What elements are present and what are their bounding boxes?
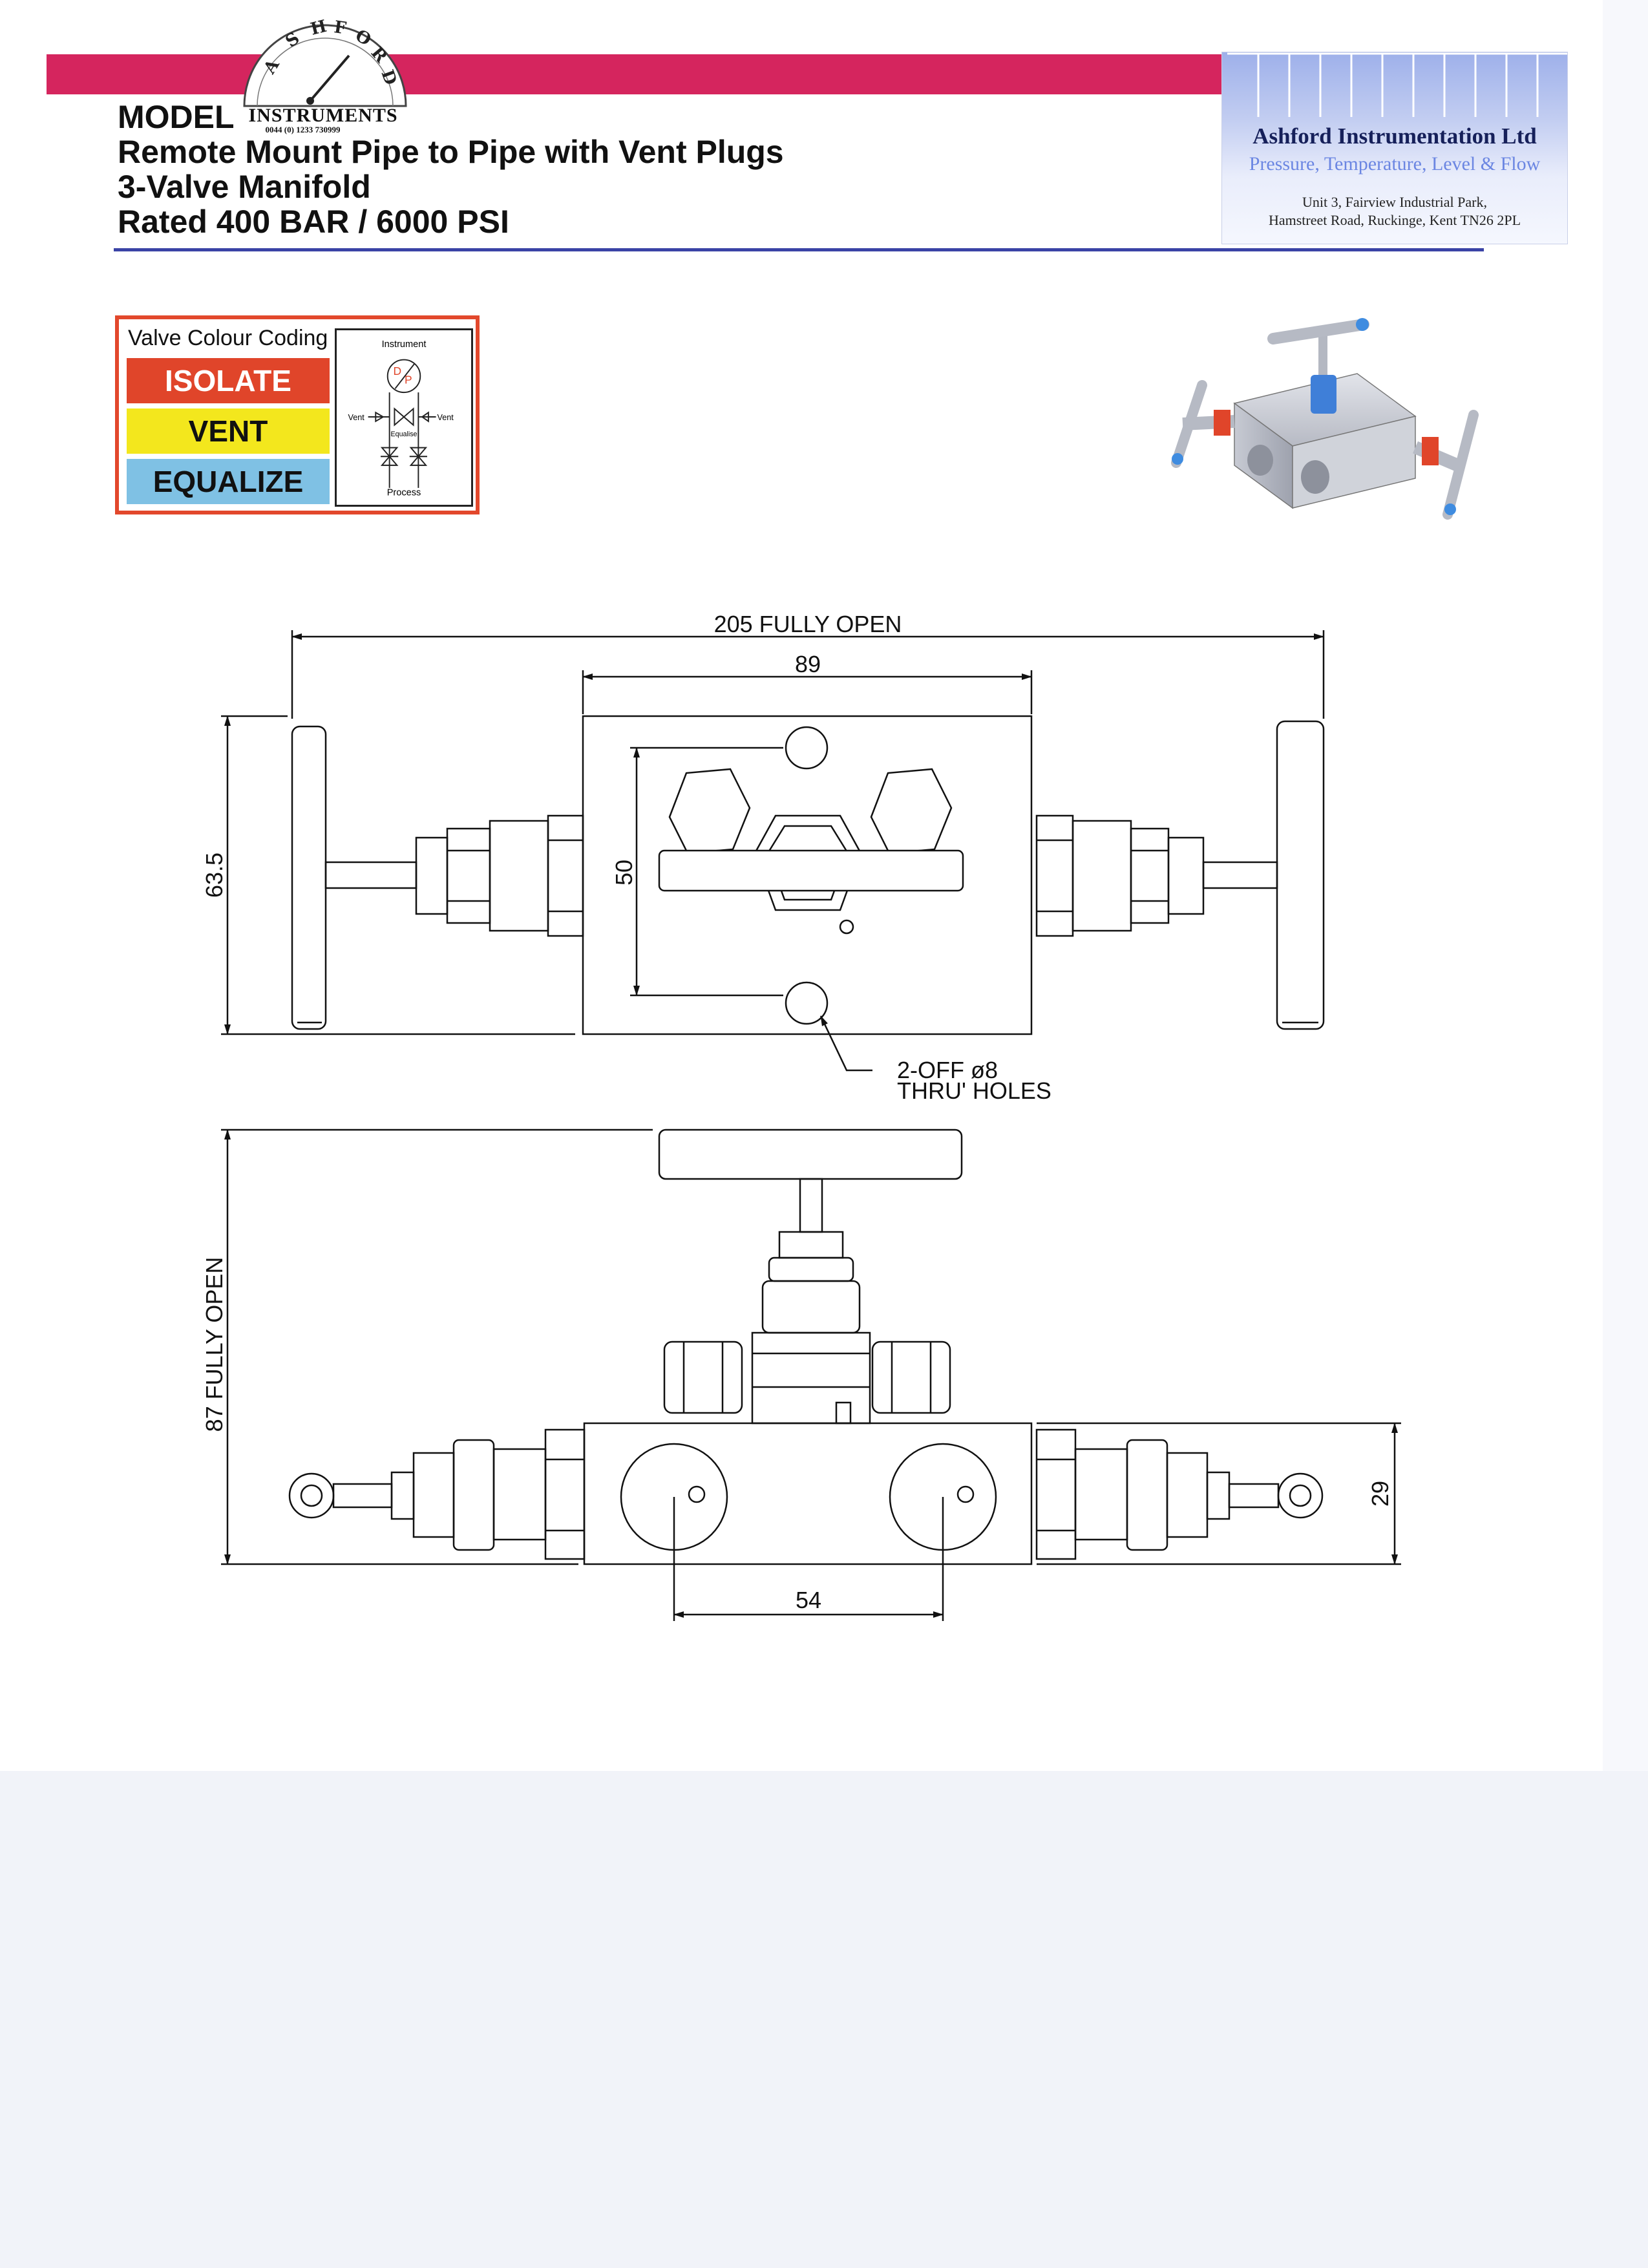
manifold-render-image: [1171, 318, 1479, 520]
address-line-1: Unit 3, Fairview Industrial Park,: [1302, 194, 1487, 210]
gland-nut-left: [446, 827, 491, 924]
phone-number: 0044 (0) 1233 730999: [265, 125, 341, 134]
dim-overall-width: 205 FULLY OPEN: [714, 611, 902, 637]
valve-colour-legend: Valve Colour Coding ISOLATE VENT EQUALIZ…: [115, 315, 480, 514]
company-name: Ashford Instrumentation Ltd: [1252, 123, 1537, 149]
equalize-handle-front: [658, 1129, 963, 1180]
isolate-valve-right-icon: [409, 447, 428, 466]
equalise-valve-icon: [394, 407, 414, 427]
technical-drawing: 205 FULLY OPEN 89 63.5 50 2-OFF ø8 THRU'…: [201, 611, 1401, 1621]
schematic-process-label: Process: [387, 488, 421, 498]
legend-isolate-swatch: ISOLATE: [127, 358, 330, 403]
page-margin: [0, 1771, 1648, 2268]
holes-note-line-1: 2-OFF ø8: [897, 1057, 998, 1083]
model-label: MODEL: [118, 99, 235, 135]
title-line-3: Rated 400 BAR / 6000 PSI: [118, 204, 509, 240]
isolate-stem-right: [1202, 861, 1278, 889]
company-panel-ticks: [1227, 52, 1567, 117]
legend-vent-swatch: VENT: [127, 408, 330, 454]
company-address: Unit 3, Fairview Industrial Park, Hamstr…: [1222, 193, 1567, 229]
schematic-instrument-label: Instrument: [382, 339, 427, 350]
gauge-icon: [386, 359, 421, 394]
legend-equalize-swatch: EQUALIZE: [127, 459, 330, 504]
mounting-hole-bottom: [785, 981, 829, 1025]
bonnet-right: [1072, 820, 1132, 932]
equalize-bonnet-front: [761, 1280, 861, 1334]
gland-nut-front-left: [412, 1452, 455, 1538]
dim-port-pitch: 54: [796, 1587, 821, 1613]
title-line-2: 3-Valve Manifold: [118, 169, 371, 205]
equalize-stem-front: [799, 1178, 823, 1233]
gauge-p-label: P: [405, 374, 412, 387]
header-accent-bar: [47, 54, 1223, 94]
header-rule: [114, 248, 1484, 251]
bonnet-nut-right: [1035, 814, 1074, 937]
vent-plug-front-right: [871, 1341, 951, 1414]
handle-end-left: [288, 1472, 335, 1519]
gland-nut-right: [1130, 827, 1170, 924]
dim-body-width: 89: [795, 651, 821, 677]
gland-nut-front-right: [1166, 1452, 1209, 1538]
dim-body-depth: 29: [1367, 1481, 1393, 1507]
holes-note-line-2: THRU' HOLES: [897, 1077, 1051, 1104]
bonnet-nut-front-left: [544, 1428, 586, 1560]
manifold-body-front-view: [583, 1422, 1033, 1565]
isolate-valve-left-icon: [380, 447, 399, 466]
handle-end-right: [1277, 1472, 1324, 1519]
equalize-body-front: [751, 1331, 871, 1425]
vent-plug-front-left: [663, 1341, 743, 1414]
dim-hole-pitch: 50: [611, 860, 637, 885]
instruments-label: INSTRUMENTS: [248, 105, 398, 126]
equalize-valve-handle: [658, 849, 964, 892]
isolate-handle-left: [291, 725, 327, 1030]
vent-plug-left-icon: [668, 768, 751, 854]
bonnet-left: [489, 820, 549, 932]
gauge-d-label: D: [393, 365, 401, 377]
company-tagline: Pressure, Temperature, Level & Flow: [1249, 153, 1541, 175]
mounting-hole-top: [785, 726, 829, 770]
schematic-vent-left: Vent: [348, 413, 364, 422]
bonnet-nut-front-right: [1035, 1428, 1077, 1560]
title-line-1: Remote Mount Pipe to Pipe with Vent Plug…: [118, 134, 784, 170]
ashford-logo-icon: A S H F O R D: [243, 17, 407, 107]
isolate-stem-left: [324, 861, 417, 889]
logo-letter-f: F: [333, 17, 348, 38]
isolate-handle-right: [1276, 720, 1325, 1030]
schematic-vent-right: Vent: [438, 413, 454, 422]
vent-plug-right-icon: [870, 768, 953, 854]
header-title-block: MODEL INSTRUMENTS 0044 (0) 1233 730999 R…: [118, 100, 784, 239]
holes-leader-line: [819, 1015, 872, 1072]
dim-height-top: 63.5: [201, 853, 227, 898]
bonnet-nut-left: [547, 814, 584, 937]
company-panel: Ashford Instrumentation Ltd Pressure, Te…: [1221, 52, 1568, 244]
legend-title: Valve Colour Coding: [128, 326, 328, 350]
valve-schematic: Instrument D P Vent Vent Equalise Proces…: [335, 328, 473, 507]
schematic-equalise-label: Equalise: [391, 430, 417, 438]
dim-height-side: 87 FULLY OPEN: [201, 1257, 227, 1432]
address-line-2: Hamstreet Road, Ruckinge, Kent TN26 2PL: [1268, 212, 1521, 228]
